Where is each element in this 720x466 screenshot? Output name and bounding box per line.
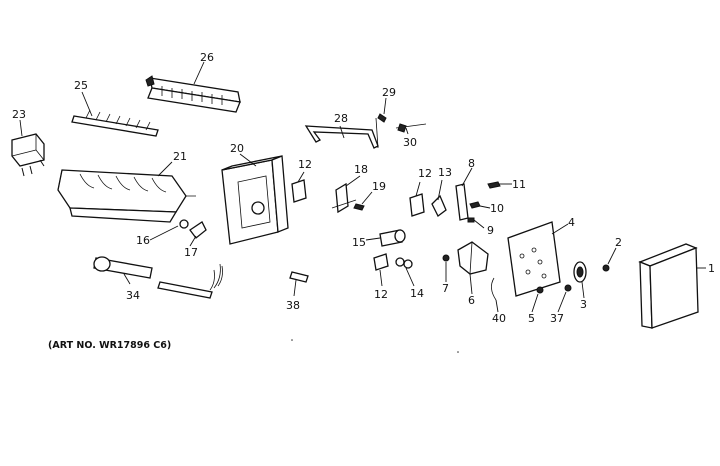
part-21-mold bbox=[57, 169, 196, 223]
part-12-cam-a bbox=[291, 179, 307, 203]
part-38-clip bbox=[289, 271, 309, 283]
part-25-ejector bbox=[71, 109, 159, 137]
part-6-motor bbox=[457, 241, 489, 275]
callout-28: 28 bbox=[334, 112, 348, 125]
part-23-switch bbox=[11, 133, 45, 177]
callout-3: 3 bbox=[580, 298, 587, 311]
part-12-cam-c bbox=[373, 253, 389, 271]
part-2-screw bbox=[602, 264, 610, 272]
callout-14: 14 bbox=[410, 287, 424, 300]
part-19-screw bbox=[353, 203, 365, 211]
callout-8: 8 bbox=[468, 157, 475, 170]
part-40-wire bbox=[491, 277, 497, 301]
callout-19: 19 bbox=[372, 180, 386, 193]
part-14-gear bbox=[395, 257, 413, 269]
callout-12-b: 12 bbox=[418, 167, 432, 180]
callout-12-a: 12 bbox=[298, 158, 312, 171]
art-number-caption: (ART NO. WR17896 C6) bbox=[48, 340, 171, 351]
part-8-switch bbox=[455, 183, 469, 221]
part-7-screw bbox=[442, 254, 450, 262]
part-37-screw bbox=[564, 284, 572, 292]
callout-25: 25 bbox=[74, 79, 88, 92]
part-heater-wire bbox=[157, 263, 223, 299]
part-16-bushing bbox=[179, 219, 189, 229]
callout-30: 30 bbox=[403, 136, 417, 149]
callout-11: 11 bbox=[512, 178, 526, 191]
part-9-screw bbox=[467, 217, 475, 223]
callout-29: 29 bbox=[382, 86, 396, 99]
callout-15: 15 bbox=[352, 236, 366, 249]
part-4-plate bbox=[507, 221, 561, 297]
callout-12-c: 12 bbox=[374, 288, 388, 301]
part-1-cover bbox=[638, 243, 699, 329]
part-5-screw bbox=[536, 286, 544, 294]
part-34-fill-cup bbox=[93, 256, 153, 279]
part-28-shutoff-arm bbox=[304, 117, 379, 149]
part-17-fitting bbox=[189, 221, 207, 239]
speck-1 bbox=[457, 351, 459, 353]
speck-2 bbox=[291, 339, 293, 341]
part-29-clip bbox=[377, 113, 387, 123]
part-20-housing bbox=[221, 155, 289, 245]
part-10-screw bbox=[469, 201, 481, 209]
leader-lines bbox=[19, 61, 706, 313]
callout-20: 20 bbox=[230, 142, 244, 155]
callout-21: 21 bbox=[173, 150, 187, 163]
callout-1: 1 bbox=[708, 262, 715, 275]
callout-38: 38 bbox=[286, 299, 300, 312]
callout-17: 17 bbox=[184, 246, 198, 259]
callout-4: 4 bbox=[568, 216, 575, 229]
callout-23: 23 bbox=[12, 108, 26, 121]
callout-labels: 1 2 3 4 5 6 7 8 9 10 11 12 12 12 13 14 1… bbox=[12, 51, 715, 325]
callout-9: 9 bbox=[487, 224, 494, 237]
callout-10: 10 bbox=[490, 202, 504, 215]
part-12-cam-b bbox=[409, 193, 425, 217]
part-13-spring bbox=[431, 194, 447, 217]
callout-2: 2 bbox=[615, 236, 622, 249]
part-11-screw bbox=[487, 181, 501, 189]
callout-7: 7 bbox=[442, 282, 449, 295]
callout-34: 34 bbox=[126, 289, 140, 302]
callout-13: 13 bbox=[438, 166, 452, 179]
part-26-stripper bbox=[145, 75, 241, 113]
callout-6: 6 bbox=[468, 294, 475, 307]
part-30-screw bbox=[395, 123, 427, 133]
callout-26: 26 bbox=[200, 51, 214, 64]
callout-5: 5 bbox=[528, 312, 535, 325]
part-15-valve bbox=[379, 229, 406, 247]
callout-40: 40 bbox=[492, 312, 506, 325]
callout-18: 18 bbox=[354, 163, 368, 176]
part-3-gear bbox=[573, 261, 587, 283]
part-18-lever bbox=[331, 182, 357, 214]
callout-16: 16 bbox=[136, 234, 150, 247]
callout-37: 37 bbox=[550, 312, 564, 325]
